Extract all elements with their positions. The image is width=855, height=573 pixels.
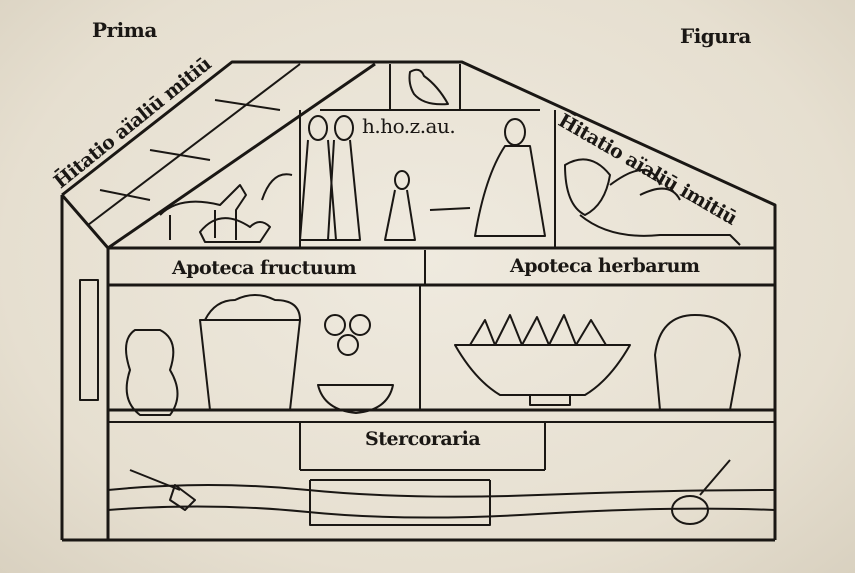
center-room-label: h.ho.z.au. — [362, 114, 456, 138]
ark-walls — [60, 195, 775, 542]
corner-label-prima: Prima — [92, 18, 157, 42]
people-figures — [299, 115, 546, 241]
stercoraria-scene — [107, 459, 776, 526]
bottom-label-stercoraria: Stercoraria — [365, 428, 481, 450]
herb-items — [454, 314, 741, 411]
store-label-fruits: Apoteca fructuum — [172, 257, 357, 279]
dove-figure — [408, 68, 449, 106]
animal-figures — [159, 158, 741, 246]
corner-label-figura: Figura — [680, 24, 751, 48]
store-label-herbs: Apoteca herbarum — [510, 255, 700, 277]
fruit-items — [125, 294, 394, 416]
ark-roof — [60, 60, 777, 540]
